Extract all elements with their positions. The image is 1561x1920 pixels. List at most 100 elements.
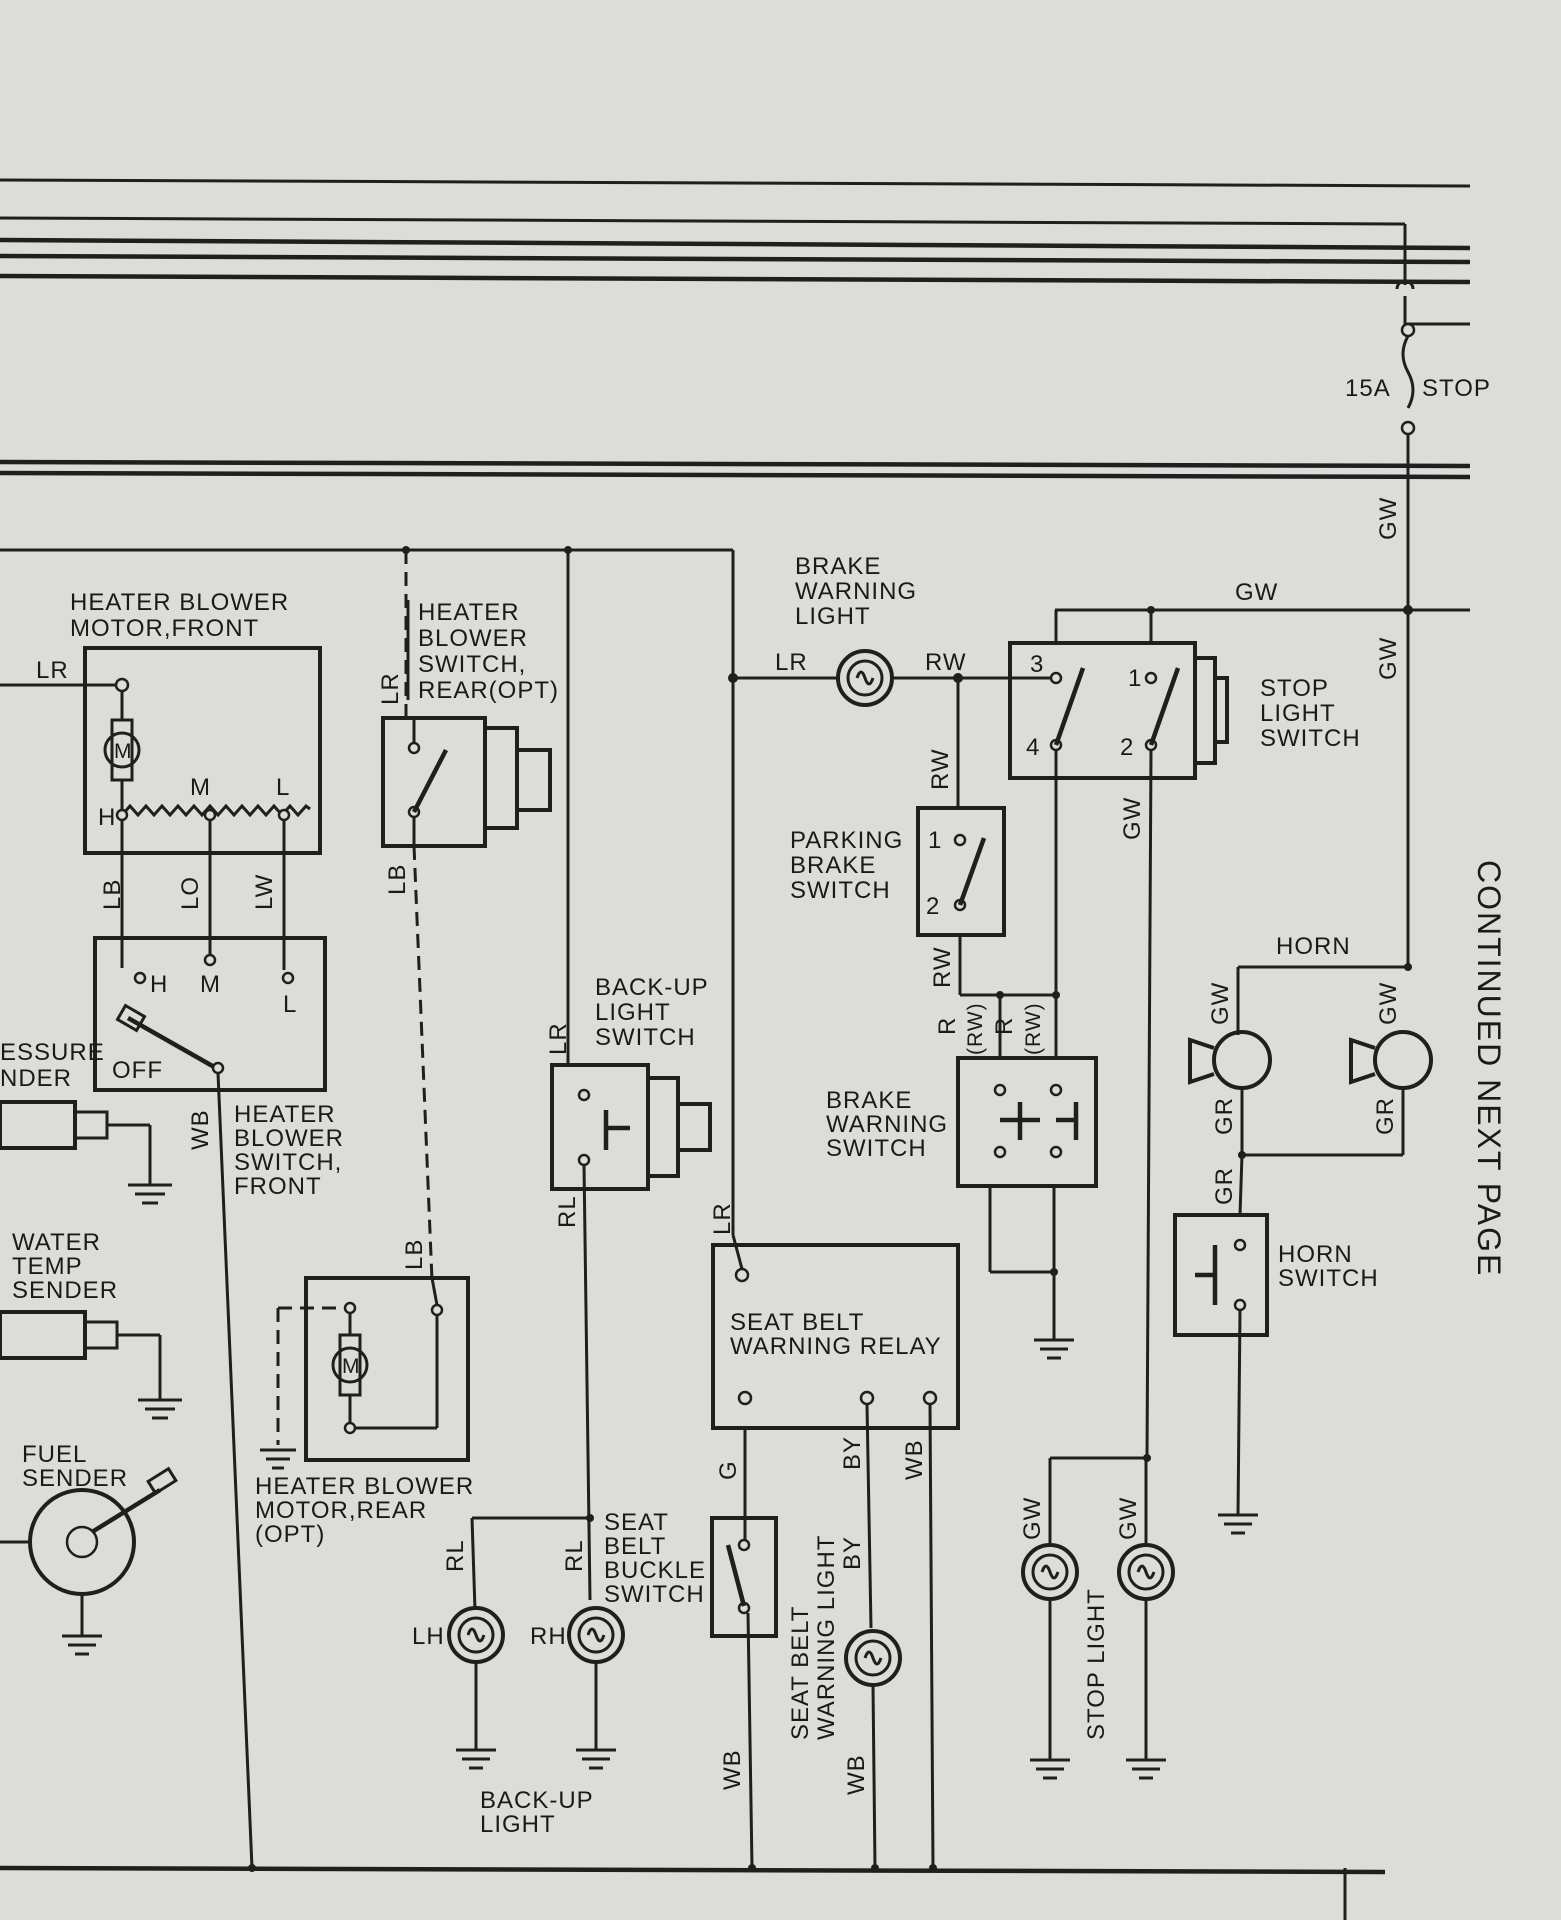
bwl-label-1: BRAKE bbox=[795, 553, 881, 580]
horn-switch-label-1: HORN bbox=[1278, 1241, 1353, 1268]
wire-label-wb-sbbs: WB bbox=[719, 1749, 746, 1790]
horn-switch-label-2: SWITCH bbox=[1278, 1265, 1379, 1292]
fuse-rating: 15A bbox=[1345, 375, 1391, 402]
pbs-label-1: PARKING bbox=[790, 827, 903, 854]
wire-label-lr-relay: LR bbox=[709, 1202, 736, 1235]
backup-light-rh: RH bbox=[530, 1623, 567, 1650]
wire-label-gw-v2: GW bbox=[1375, 637, 1402, 680]
wire-label-wb-hbs: WB bbox=[187, 1109, 214, 1150]
hbs-rear-label-4: REAR(OPT) bbox=[418, 677, 559, 704]
horn-circuit: HORN GW GW GR GR GR bbox=[1188, 933, 1433, 1216]
wire-label-gr-horn1: GR bbox=[1211, 1097, 1238, 1135]
bls-label-3: SWITCH bbox=[595, 1024, 696, 1051]
wire-label-lo: LO bbox=[177, 876, 204, 910]
stop-light-label: STOP LIGHT bbox=[1083, 1588, 1110, 1740]
wire-label-lr-hbsr: LR bbox=[377, 672, 404, 705]
bws-label-1: BRAKE bbox=[826, 1087, 912, 1114]
seat-belt-warning-light: BY SEAT BELT WARNING LIGHT WB bbox=[787, 1535, 902, 1869]
sbbs-label-1: SEAT bbox=[604, 1509, 669, 1536]
backup-light-switch: BACK-UP LIGHT SWITCH LR RL bbox=[545, 974, 712, 1601]
bottom-ground-bus bbox=[0, 1864, 1386, 1920]
hbm-front-label-2: MOTOR,FRONT bbox=[70, 615, 259, 642]
horn-label: HORN bbox=[1276, 933, 1351, 960]
hbs-rear-label-3: SWITCH, bbox=[418, 651, 526, 678]
sbbs-label-3: BUCKLE bbox=[604, 1557, 706, 1584]
wire-label-lb-hbmr: LB bbox=[401, 1239, 428, 1270]
water-temp-label-3: SENDER bbox=[12, 1277, 118, 1304]
wire-label-gw-horn1: GW bbox=[1207, 982, 1234, 1025]
fuel-sender-label-1: FUEL bbox=[22, 1441, 87, 1468]
wire-label-lr-bls: LR bbox=[545, 1022, 572, 1055]
top-bus-lines bbox=[0, 178, 1471, 480]
hbm-rear-label-1: HEATER BLOWER bbox=[255, 1473, 474, 1500]
wire-label-lw: LW bbox=[251, 874, 278, 910]
wire-label-by-relay: BY bbox=[839, 1436, 866, 1470]
wire-label-lb: LB bbox=[99, 879, 126, 910]
fuse-name: STOP bbox=[1422, 375, 1491, 402]
sbbs-label-4: SWITCH bbox=[604, 1581, 705, 1608]
hbm-terminal-l: L bbox=[276, 774, 290, 801]
sbwl-label-2: WARNING LIGHT bbox=[813, 1535, 840, 1740]
relay-label-1: SEAT BELT bbox=[730, 1309, 864, 1336]
wire-label-gr-horn2: GR bbox=[1372, 1097, 1399, 1135]
hbs-front-m: M bbox=[200, 971, 221, 998]
continued-next-page: CONTINUED NEXT PAGE bbox=[1471, 860, 1507, 1277]
wire-label-rw-bwl: RW bbox=[925, 649, 967, 676]
wire-label-rl-rh: RL bbox=[561, 1539, 588, 1572]
sbwl-label-1: SEAT BELT bbox=[787, 1606, 814, 1740]
water-temp-sender: WATER TEMP SENDER bbox=[0, 1229, 182, 1420]
sls-terminal-3: 3 bbox=[1030, 651, 1044, 678]
bws-label-2: WARNING bbox=[826, 1111, 948, 1138]
wire-label-gr-hs: GR bbox=[1211, 1167, 1238, 1205]
wire-label-gw-horn2: GW bbox=[1375, 982, 1402, 1025]
hbm-rear-label-2: MOTOR,REAR bbox=[255, 1497, 427, 1524]
water-temp-label-2: TEMP bbox=[12, 1253, 83, 1280]
bws-label-3: SWITCH bbox=[826, 1135, 927, 1162]
hbs-front-label-1: HEATER bbox=[234, 1101, 336, 1128]
hbs-rear-label-2: BLOWER bbox=[418, 625, 528, 652]
main-feed-line bbox=[0, 546, 735, 1235]
seat-belt-warning-relay: LR SEAT BELT WARNING RELAY BY WB bbox=[709, 1202, 960, 1869]
backup-light-label-2: LIGHT bbox=[480, 1811, 556, 1838]
sls-label-3: SWITCH bbox=[1260, 725, 1361, 752]
motor-front-symbol: M bbox=[114, 740, 133, 763]
wire-label-by-light: BY bbox=[839, 1536, 866, 1570]
sls-terminal-2: 2 bbox=[1120, 734, 1134, 761]
wire-label-lr-hbm: LR bbox=[36, 657, 69, 684]
seat-belt-buckle-switch: SEAT BELT BUCKLE SWITCH G WB bbox=[604, 1428, 778, 1869]
sls-terminal-1: 1 bbox=[1128, 665, 1142, 692]
hbm-front-label-1: HEATER BLOWER bbox=[70, 589, 289, 616]
pbs-label-3: SWITCH bbox=[790, 877, 891, 904]
wire-label-rl-bls: RL bbox=[554, 1195, 581, 1228]
hbs-front-label-3: SWITCH, bbox=[234, 1149, 342, 1176]
fuel-sender-label-2: SENDER bbox=[22, 1465, 128, 1492]
sbbs-label-2: BELT bbox=[604, 1533, 666, 1560]
wire-label-wb-light: WB bbox=[843, 1754, 870, 1795]
wire-label-gw-v1: GW bbox=[1375, 497, 1402, 540]
heater-blower-motor-rear: M HEATER BLOWER MOTOR,REAR (OPT) bbox=[255, 1276, 474, 1548]
heater-blower-motor-front: HEATER BLOWER MOTOR,FRONT LR M H M L LB … bbox=[0, 589, 322, 970]
pressure-sender-label-2: NDER bbox=[0, 1065, 72, 1092]
wire-label-gw-top: GW bbox=[1235, 579, 1278, 606]
sls-terminal-4: 4 bbox=[1026, 734, 1040, 761]
heater-blower-switch-front: H M L OFF HEATER BLOWER SWITCH, FRONT WB bbox=[93, 936, 344, 1869]
wire-label-rl-lh: RL bbox=[442, 1539, 469, 1572]
stop-light-switch: 3 4 1 2 STOP LIGHT SWITCH GW bbox=[1008, 606, 1361, 1459]
wire-label-rw-pbs2: RW bbox=[929, 946, 956, 988]
brake-warning-switch: R (RW) R (RW) BRAKE WARNING SWITCH bbox=[826, 995, 1098, 1360]
hbs-front-label-2: BLOWER bbox=[234, 1125, 344, 1152]
bls-label-2: LIGHT bbox=[595, 999, 671, 1026]
parking-brake-switch: RW 1 2 PARKING BRAKE SWITCH RW bbox=[790, 678, 1060, 999]
hbs-front-l: L bbox=[283, 991, 297, 1018]
backup-light-lh: LH bbox=[412, 1623, 445, 1650]
pbs-label-2: BRAKE bbox=[790, 852, 876, 879]
gw-feed-line: GW GW GW bbox=[1055, 470, 1470, 967]
hbs-front-h: H bbox=[150, 971, 168, 998]
pressure-sender: ESSURE NDER bbox=[0, 1039, 172, 1205]
wire-label-r-1: R bbox=[934, 1017, 961, 1035]
pbs-terminal-2: 2 bbox=[926, 893, 940, 920]
bwl-label-2: WARNING bbox=[795, 578, 917, 605]
sls-label-2: LIGHT bbox=[1260, 700, 1336, 727]
